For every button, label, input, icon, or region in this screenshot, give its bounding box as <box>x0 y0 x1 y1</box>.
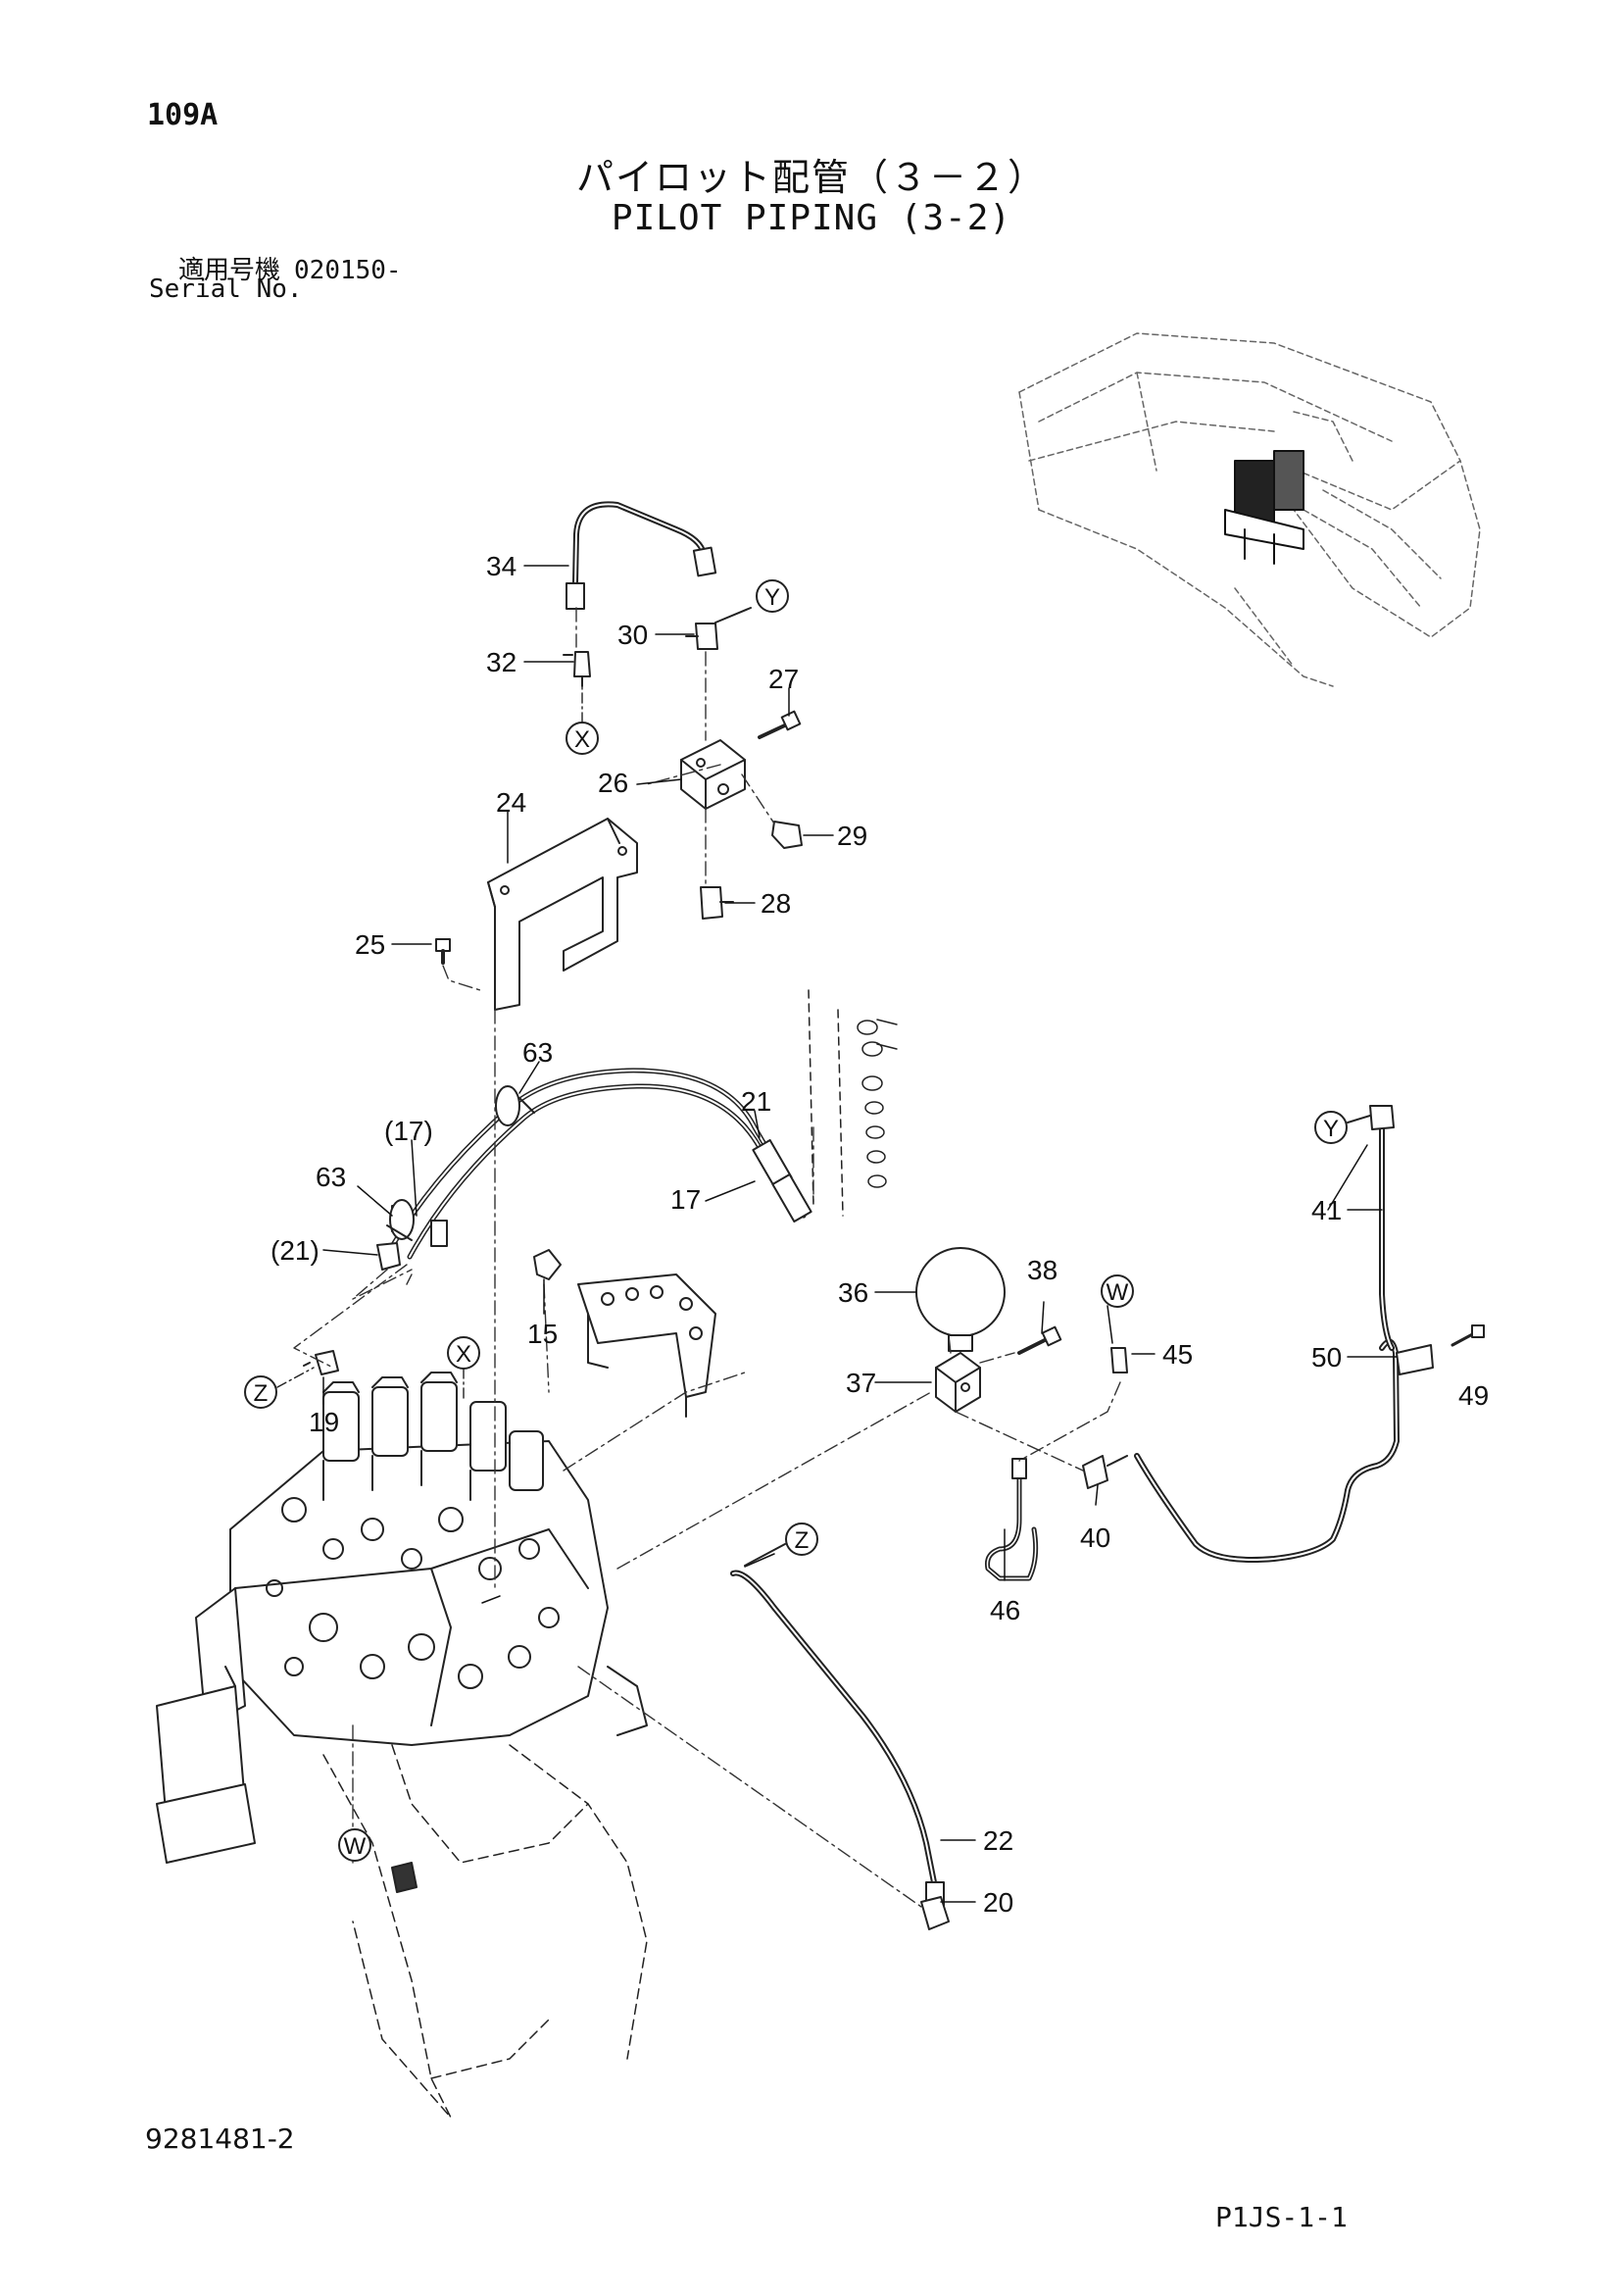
callout-50: 50 <box>1311 1342 1342 1373</box>
bolt-38 <box>1017 1325 1062 1355</box>
fitting-21-end <box>376 1242 401 1271</box>
callout-63-lower: 63 <box>316 1162 346 1192</box>
svg-text:Y: Y <box>1323 1116 1339 1142</box>
pilot-valve-location-highlight <box>1224 450 1304 565</box>
callout-34: 34 <box>486 551 516 581</box>
valve-mount-bracket <box>156 1666 648 1864</box>
drawing-number: 9281481-2 <box>145 2122 295 2155</box>
callout-46: 46 <box>990 1595 1020 1625</box>
svg-text:X: X <box>456 1341 471 1368</box>
callout-63-upper: 63 <box>522 1037 553 1068</box>
callout-28: 28 <box>761 888 791 919</box>
callout-29: 29 <box>837 821 867 851</box>
clamp-63-upper <box>495 1085 535 1126</box>
callout-15: 15 <box>527 1319 558 1349</box>
callout-labels: 34 30 32 27 26 29 24 28 25 63 21 (17) 63… <box>270 551 1489 1918</box>
tee-28 <box>700 886 734 920</box>
valve-mount-frame <box>322 1744 648 2119</box>
frame-small-part <box>391 1862 418 1893</box>
svg-text:Z: Z <box>254 1380 269 1407</box>
clamp-50 <box>1396 1344 1434 1375</box>
serial-value: 020150- <box>294 256 402 285</box>
marker-y-top: Y <box>714 579 789 624</box>
callout-32: 32 <box>486 647 516 677</box>
valve-section-plate <box>577 1273 716 1418</box>
callout-49: 49 <box>1458 1380 1489 1411</box>
marker-z-left: Z <box>244 1367 315 1409</box>
marker-z-mid: Z <box>744 1522 818 1567</box>
callout-21-ref: (21) <box>270 1235 320 1266</box>
svg-text:X: X <box>574 726 590 753</box>
callout-45: 45 <box>1162 1339 1193 1370</box>
elbow-20 <box>920 1896 950 1930</box>
callout-20: 20 <box>983 1887 1013 1918</box>
assembly-center-lines <box>293 607 1121 1908</box>
serial-label-jp: 適用号機 <box>178 256 281 285</box>
svg-text:Y: Y <box>764 584 780 611</box>
hose-41 <box>1134 1105 1400 1563</box>
bolt-49 <box>1451 1324 1485 1347</box>
callout-25: 25 <box>355 929 385 960</box>
clamp-63-lower <box>386 1199 415 1241</box>
hose-21-17-pair <box>384 1068 812 1260</box>
hose-34 <box>566 501 717 610</box>
marker-w-right: W <box>1101 1274 1134 1308</box>
fitting-30 <box>685 623 718 650</box>
callout-17-ref: (17) <box>384 1116 433 1146</box>
callout-leaders <box>322 565 1398 1903</box>
marker-y-right: Y <box>1314 1111 1371 1144</box>
callout-36: 36 <box>838 1277 868 1308</box>
elbow-29 <box>771 821 803 849</box>
hose-46 <box>985 1458 1039 1581</box>
svg-text:W: W <box>1107 1279 1129 1306</box>
page-code: P1JS-1-1 <box>1215 2201 1348 2233</box>
page-title-japanese: パイロット配管（３－２） <box>575 156 1047 199</box>
svg-text:Z: Z <box>795 1527 810 1554</box>
bolt-25 <box>435 938 451 965</box>
main-control-valve <box>195 1372 609 1746</box>
fitting-32 <box>563 651 591 687</box>
fitting-45 <box>1110 1347 1128 1373</box>
bracket-24 <box>487 818 638 1011</box>
page-title: PILOT PIPING (3-2) <box>611 198 1012 238</box>
callout-40: 40 <box>1080 1522 1110 1553</box>
callout-26: 26 <box>598 768 628 798</box>
callout-37: 37 <box>846 1368 876 1398</box>
connection-markers: Y X Z X W <box>244 579 1371 1862</box>
tee-40 <box>1082 1455 1128 1489</box>
pilot-block-side-view <box>808 989 898 1217</box>
hose-22 <box>730 1570 945 1911</box>
serial-label: Serial No. <box>149 275 303 304</box>
block-37 <box>935 1352 981 1413</box>
bolt-27 <box>758 710 802 739</box>
callout-30: 30 <box>617 620 648 650</box>
page-number: 109A <box>147 98 219 132</box>
callout-21: 21 <box>741 1086 771 1117</box>
fitting-19 <box>303 1350 339 1375</box>
callout-38: 38 <box>1027 1255 1057 1285</box>
marker-x-mid: X <box>447 1336 480 1403</box>
callout-41: 41 <box>1311 1195 1342 1225</box>
callout-27: 27 <box>768 664 799 694</box>
marker-x-top: X <box>566 685 599 755</box>
callout-19: 19 <box>309 1407 339 1437</box>
accumulator-36 <box>915 1247 1006 1352</box>
callout-22: 22 <box>983 1825 1013 1856</box>
callout-17: 17 <box>670 1184 701 1215</box>
serial-applicability: 適用号機 020150- <box>165 250 402 286</box>
callout-24: 24 <box>496 787 526 818</box>
svg-text:W: W <box>344 1833 367 1860</box>
junction-block-26 <box>680 739 746 810</box>
fitting-15 <box>533 1249 562 1280</box>
marker-w-bottom: W <box>338 1828 371 1862</box>
